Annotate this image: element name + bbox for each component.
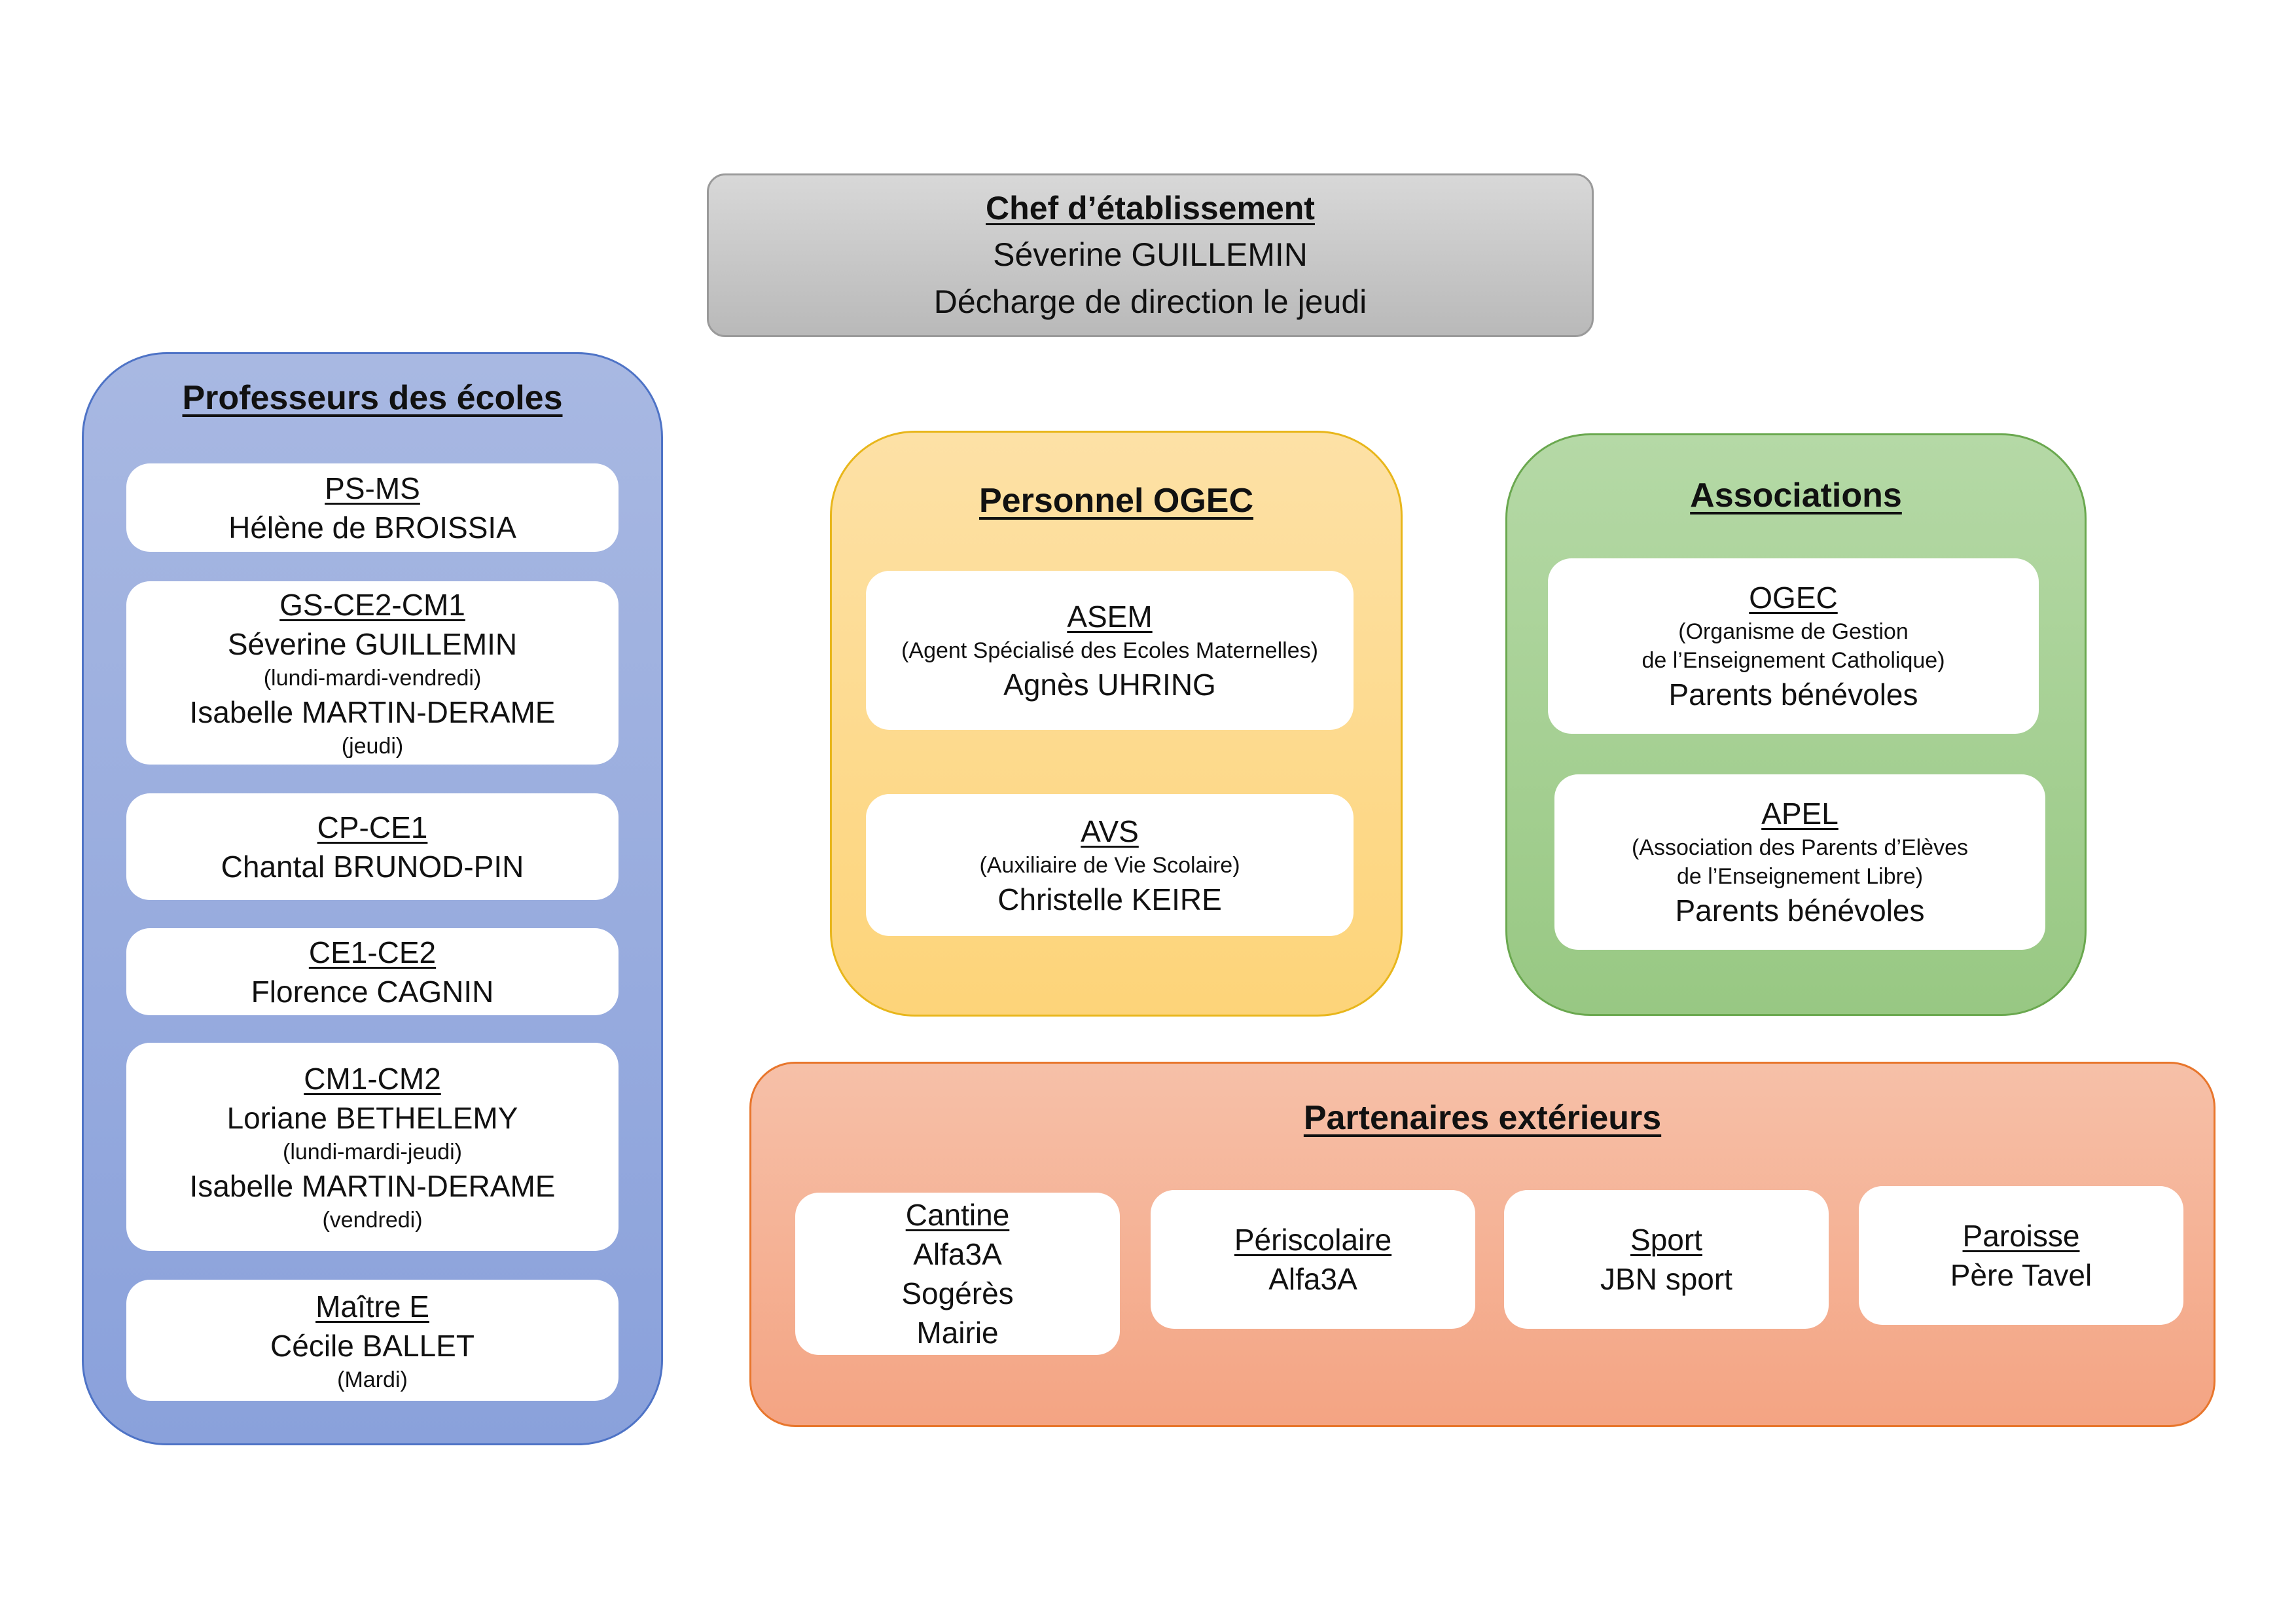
partner-card-paroisse: Paroisse Père Tavel [1859, 1186, 2183, 1325]
class-label: GS-CE2-CM1 [279, 588, 465, 622]
teacher-days: (Mardi) [337, 1367, 408, 1392]
teacher-name: Hélène de BROISSIA [228, 510, 516, 545]
partner-name: Sogérès [901, 1276, 1014, 1310]
teacher-name: Séverine GUILLEMIN [227, 627, 518, 661]
assoc-card-apel: APEL (Association des Parents d’Elèves d… [1554, 774, 2045, 950]
ogec-staff-title: Personnel OGEC [979, 482, 1253, 520]
director-name: Séverine GUILLEMIN [993, 236, 1308, 273]
teacher-days: (lundi-mardi-vendredi) [263, 666, 482, 691]
teacher-name: Cécile BALLET [270, 1328, 475, 1363]
role-card-avs: AVS (Auxiliaire de Vie Scolaire) Christe… [866, 794, 1354, 936]
role-label: AVS [1081, 814, 1139, 848]
partner-name: JBN sport [1600, 1262, 1732, 1296]
director-title: Chef d’établissement [986, 190, 1315, 226]
class-card-ps-ms: PS-MS Hélène de BROISSIA [126, 463, 619, 552]
assoc-card-ogec: OGEC (Organisme de Gestion de l’Enseigne… [1548, 558, 2039, 734]
assoc-detail: (Association des Parents d’Elèves [1631, 835, 1969, 860]
assoc-name: Parents bénévoles [1668, 677, 1918, 712]
assoc-label: APEL [1761, 797, 1839, 831]
role-detail: (Agent Spécialisé des Ecoles Maternelles… [901, 638, 1318, 663]
class-label: PS-MS [325, 471, 420, 505]
class-label: CE1-CE2 [308, 935, 437, 969]
partner-card-periscolaire: Périscolaire Alfa3A [1151, 1190, 1475, 1329]
teachers-title: Professeurs des écoles [182, 379, 563, 417]
partner-card-cantine: Cantine Alfa3A Sogérès Mairie [795, 1193, 1120, 1355]
teacher-days: (lundi-mardi-jeudi) [283, 1140, 462, 1164]
class-card-gs-ce2-cm1: GS-CE2-CM1 Séverine GUILLEMIN (lundi-mar… [126, 581, 619, 765]
director-box: Chef d’établissement Séverine GUILLEMIN … [707, 173, 1594, 337]
teacher-days: (jeudi) [341, 734, 404, 759]
director-note: Décharge de direction le jeudi [933, 283, 1367, 320]
assoc-detail: de l’Enseignement Libre) [1676, 864, 1924, 889]
teacher-name: Chantal BRUNOD-PIN [221, 849, 524, 884]
assoc-name: Parents bénévoles [1675, 893, 1925, 928]
teacher-name: Loriane BETHELEMY [226, 1101, 518, 1135]
role-name: Agnès UHRING [1003, 667, 1216, 702]
role-card-asem: ASEM (Agent Spécialisé des Ecoles Matern… [866, 571, 1354, 730]
partner-name: Père Tavel [1950, 1258, 2092, 1292]
class-card-cm1-cm2: CM1-CM2 Loriane BETHELEMY (lundi-mardi-j… [126, 1043, 619, 1251]
partner-name: Mairie [916, 1316, 999, 1350]
assoc-detail: de l’Enseignement Catholique) [1641, 648, 1945, 673]
role-label: ASEM [1067, 599, 1153, 634]
assoc-detail: (Organisme de Gestion [1678, 619, 1909, 644]
teacher-name: Isabelle MARTIN-DERAME [189, 1169, 556, 1203]
partners-title: Partenaires extérieurs [1303, 1099, 1662, 1137]
class-card-maitre-e: Maître E Cécile BALLET (Mardi) [126, 1280, 619, 1401]
partner-name: Alfa3A [1268, 1262, 1357, 1296]
partner-name: Alfa3A [913, 1237, 1002, 1271]
associations-title: Associations [1690, 477, 1902, 514]
partner-label: Paroisse [1962, 1219, 2080, 1253]
class-card-cp-ce1: CP-CE1 Chantal BRUNOD-PIN [126, 793, 619, 900]
assoc-label: OGEC [1749, 581, 1838, 615]
partner-label: Périscolaire [1234, 1223, 1392, 1257]
teacher-name: Florence CAGNIN [251, 974, 494, 1009]
teacher-days: (vendredi) [322, 1208, 423, 1233]
class-label: Maître E [315, 1289, 429, 1324]
partner-card-sport: Sport JBN sport [1504, 1190, 1829, 1329]
partner-label: Cantine [905, 1198, 1010, 1232]
class-label: CM1-CM2 [304, 1062, 441, 1096]
role-name: Christelle KEIRE [997, 882, 1222, 916]
role-detail: (Auxiliaire de Vie Scolaire) [979, 852, 1240, 878]
teacher-name: Isabelle MARTIN-DERAME [189, 695, 556, 729]
partner-label: Sport [1630, 1223, 1702, 1257]
class-label: CP-CE1 [317, 810, 428, 844]
class-card-ce1-ce2: CE1-CE2 Florence CAGNIN [126, 928, 619, 1015]
